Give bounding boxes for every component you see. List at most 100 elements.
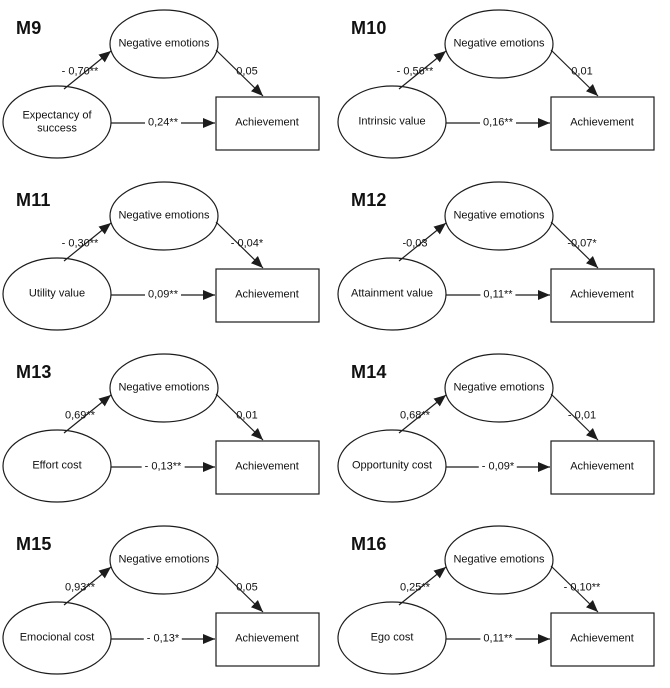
- path-diagram-canvas: [2, 181, 320, 331]
- sem-model-panel: M12 Negative emotions Attainment value A…: [335, 172, 670, 344]
- mediator-label: Negative emotions: [453, 381, 545, 394]
- outcome-label: Achievement: [235, 288, 299, 301]
- path-b-coefficient: - 0,01: [567, 409, 597, 422]
- path-c-coefficient: - 0,09*: [478, 460, 518, 474]
- outcome-rect: [215, 440, 320, 495]
- mediator-ellipse: [109, 525, 219, 595]
- path-a-coefficient: 0,69**: [65, 409, 95, 422]
- predictor-label: Expectancy of success: [22, 109, 92, 134]
- sem-model-panel: M10 Negative emotions Intrinsic value Ac…: [335, 0, 670, 172]
- mediator-to-outcome-arrow: [550, 49, 599, 97]
- predictor-to-mediator-arrow: [398, 394, 447, 434]
- path-diagram-canvas: [337, 181, 655, 331]
- predictor-to-mediator-arrow: [63, 222, 112, 262]
- path-b-coefficient: 0,05: [236, 581, 258, 594]
- outcome-label: Achievement: [570, 116, 634, 129]
- path-c-coefficient: - 0,13**: [141, 460, 185, 474]
- mediator-label: Negative emotions: [118, 209, 210, 222]
- mediator-label: Negative emotions: [118, 553, 210, 566]
- sem-model-panel: M11 Negative emotions Utility value Achi…: [0, 172, 335, 344]
- path-b-coefficient: -0,07*: [567, 237, 597, 250]
- path-a-coefficient: 0,68**: [400, 409, 430, 422]
- sem-model-panel: M14 Negative emotions Opportunity cost A…: [335, 344, 670, 516]
- predictor-to-mediator-arrow: [63, 50, 112, 90]
- predictor-ellipse: [2, 257, 112, 331]
- path-diagram-canvas: [2, 353, 320, 503]
- mediator-ellipse: [444, 353, 554, 423]
- sem-model-panel: M9 Negative emotions Expectancy of succe…: [0, 0, 335, 172]
- predictor-label: Effort cost: [32, 459, 82, 472]
- model-id-label: M10: [351, 18, 387, 38]
- mediator-label: Negative emotions: [453, 209, 545, 222]
- path-c-coefficient: 0,24**: [145, 116, 181, 130]
- mediator-to-outcome-arrow: [215, 393, 264, 441]
- mediator-to-outcome-arrow: [215, 565, 264, 613]
- predictor-to-mediator-arrow: [398, 566, 447, 606]
- path-c-coefficient: 0,11**: [480, 632, 516, 646]
- outcome-label: Achievement: [570, 460, 634, 473]
- outcome-rect: [550, 96, 655, 151]
- predictor-to-mediator-arrow: [63, 394, 112, 434]
- predictor-ellipse: [2, 85, 112, 159]
- predictor-label: Ego cost: [370, 631, 414, 644]
- path-b-coefficient: 0,01: [571, 65, 593, 78]
- predictor-ellipse: [337, 85, 447, 159]
- outcome-label: Achievement: [235, 460, 299, 473]
- outcome-rect: [215, 612, 320, 667]
- predictor-ellipse: [337, 601, 447, 675]
- path-a-coefficient: -0,03: [402, 237, 428, 250]
- predictor-ellipse: [337, 429, 447, 503]
- outcome-rect: [215, 96, 320, 151]
- path-b-coefficient: - 0,04*: [230, 237, 264, 250]
- path-b-coefficient: 0,01: [236, 409, 258, 422]
- path-a-coefficient: - 0,56**: [396, 65, 434, 78]
- mediator-ellipse: [444, 525, 554, 595]
- predictor-ellipse: [2, 601, 112, 675]
- path-c-coefficient: 0,16**: [480, 116, 516, 130]
- mediator-ellipse: [109, 181, 219, 251]
- mediator-to-outcome-arrow: [215, 221, 264, 269]
- outcome-label: Achievement: [235, 632, 299, 645]
- mediator-label: Negative emotions: [118, 37, 210, 50]
- sem-model-panel: M15 Negative emotions Emocional cost Ach…: [0, 516, 335, 688]
- model-id-label: M16: [351, 534, 387, 554]
- model-id-label: M13: [16, 362, 52, 382]
- predictor-label: Attainment value: [351, 287, 433, 300]
- outcome-rect: [550, 612, 655, 667]
- model-id-label: M14: [351, 362, 387, 382]
- path-a-coefficient: - 0,30**: [61, 237, 99, 250]
- mediator-to-outcome-arrow: [550, 393, 599, 441]
- outcome-rect: [550, 440, 655, 495]
- path-diagram-canvas: [2, 525, 320, 675]
- path-diagram-canvas: [2, 9, 320, 159]
- model-id-label: M15: [16, 534, 52, 554]
- path-b-coefficient: - 0,10**: [563, 581, 601, 594]
- outcome-label: Achievement: [235, 116, 299, 129]
- path-diagram-canvas: [337, 525, 655, 675]
- outcome-rect: [550, 268, 655, 323]
- mediator-ellipse: [109, 9, 219, 79]
- model-id-label: M12: [351, 190, 387, 210]
- sem-model-panel: M16 Negative emotions Ego cost Achieveme…: [335, 516, 670, 688]
- mediator-to-outcome-arrow: [550, 565, 599, 613]
- path-a-coefficient: - 0,70**: [61, 65, 99, 78]
- predictor-label: Opportunity cost: [351, 459, 433, 472]
- path-b-coefficient: 0,05: [236, 65, 258, 78]
- outcome-label: Achievement: [570, 632, 634, 645]
- outcome-label: Achievement: [570, 288, 634, 301]
- path-diagram-canvas: [337, 9, 655, 159]
- model-id-label: M9: [16, 18, 42, 38]
- predictor-ellipse: [337, 257, 447, 331]
- path-c-coefficient: 0,11**: [480, 288, 516, 302]
- mediator-label: Negative emotions: [453, 553, 545, 566]
- mediator-to-outcome-arrow: [550, 221, 599, 269]
- path-a-coefficient: 0,93**: [65, 581, 95, 594]
- predictor-to-mediator-arrow: [398, 50, 447, 90]
- mediator-to-outcome-arrow: [215, 49, 264, 97]
- outcome-rect: [215, 268, 320, 323]
- mediator-ellipse: [444, 181, 554, 251]
- predictor-to-mediator-arrow: [398, 222, 447, 262]
- path-c-coefficient: - 0,13*: [143, 632, 183, 646]
- mediator-ellipse: [109, 353, 219, 423]
